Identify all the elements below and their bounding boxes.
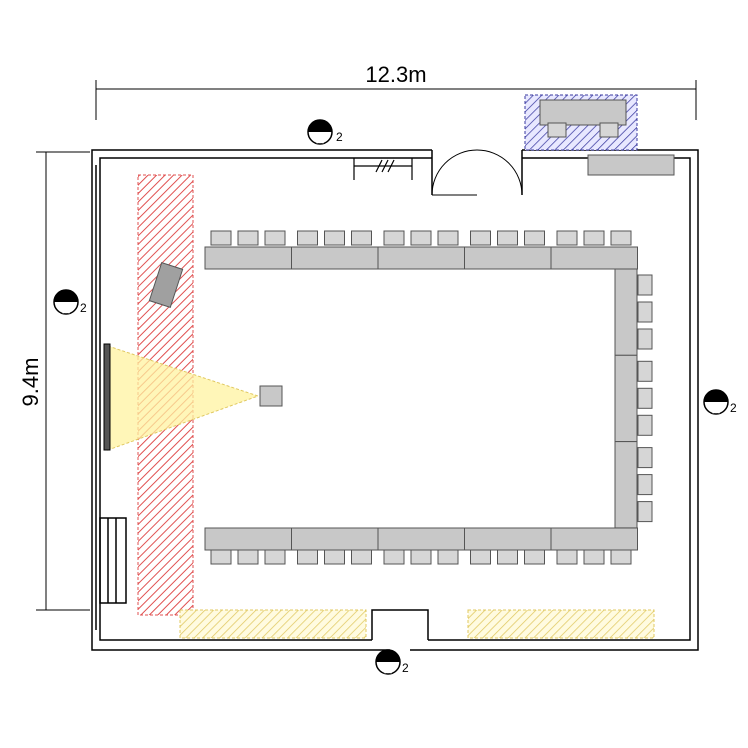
chair	[410, 230, 432, 246]
outlet-bottom-glyph: ⊓	[383, 662, 392, 676]
outlet-top: ⊓ 2	[307, 119, 343, 146]
dimension-height: 9.4m	[18, 151, 90, 611]
chair	[351, 549, 372, 565]
table	[464, 246, 552, 270]
table	[550, 527, 638, 551]
chair	[556, 549, 578, 565]
counter	[587, 154, 675, 176]
chair	[497, 230, 518, 246]
chair	[637, 301, 653, 323]
projection-screen	[103, 343, 111, 451]
chair	[470, 549, 491, 565]
chair	[637, 328, 653, 350]
coat-rack	[353, 158, 413, 180]
window-zone-right	[467, 609, 655, 639]
chair	[437, 549, 459, 565]
chair	[210, 549, 232, 565]
table	[550, 246, 638, 270]
chair	[610, 230, 632, 246]
chair	[297, 549, 318, 565]
table	[291, 246, 379, 270]
chair	[637, 360, 653, 382]
chair	[264, 549, 286, 565]
chair	[556, 230, 578, 246]
outlet-bottom: ⊓ 2	[375, 649, 409, 676]
table	[614, 441, 638, 529]
chair	[410, 549, 432, 565]
outlet-right-sub: 2	[730, 401, 737, 415]
table	[464, 527, 552, 551]
outlet-right-glyph: ⊓	[711, 402, 720, 416]
table	[614, 268, 638, 356]
window-zone-left	[179, 609, 367, 639]
chair	[637, 447, 653, 469]
chair	[637, 414, 653, 436]
chair	[637, 274, 653, 296]
chair	[237, 549, 259, 565]
table	[377, 246, 465, 270]
chair	[383, 230, 405, 246]
chair	[470, 230, 491, 246]
outlet-right: ⊓ 2	[703, 389, 737, 416]
chair	[297, 230, 318, 246]
dimension-width: 12.3m	[95, 62, 697, 120]
outlet-top-glyph: ⊓	[315, 132, 324, 146]
chair	[524, 549, 545, 565]
chair	[237, 230, 259, 246]
chair	[324, 549, 345, 565]
outlet-left-glyph: ⊓	[61, 302, 70, 316]
chair	[637, 474, 653, 496]
chair	[524, 230, 545, 246]
outlet-top-sub: 2	[336, 130, 343, 144]
chair	[324, 230, 345, 246]
chair	[610, 549, 632, 565]
table	[291, 527, 379, 551]
chair	[264, 230, 286, 246]
outlet-bottom-sub: 2	[402, 661, 409, 675]
width-label: 12.3m	[365, 62, 426, 87]
outlet-left: ⊓ 2	[53, 289, 87, 316]
lectern-area	[524, 94, 638, 151]
chair	[637, 387, 653, 409]
table	[614, 354, 638, 443]
table-layout	[204, 230, 653, 565]
podium	[148, 261, 184, 309]
table	[204, 527, 292, 551]
outlet-left-sub: 2	[80, 301, 87, 315]
entrance-door	[431, 149, 523, 196]
chair	[583, 549, 605, 565]
chair	[583, 230, 605, 246]
projector	[259, 385, 283, 407]
chair	[351, 230, 372, 246]
chair	[497, 549, 518, 565]
table	[204, 246, 292, 270]
chair	[637, 501, 653, 523]
projection-beam	[107, 345, 260, 451]
chair	[210, 230, 232, 246]
chair	[437, 230, 459, 246]
table	[377, 527, 465, 551]
chair	[383, 549, 405, 565]
height-label: 9.4m	[18, 358, 43, 407]
